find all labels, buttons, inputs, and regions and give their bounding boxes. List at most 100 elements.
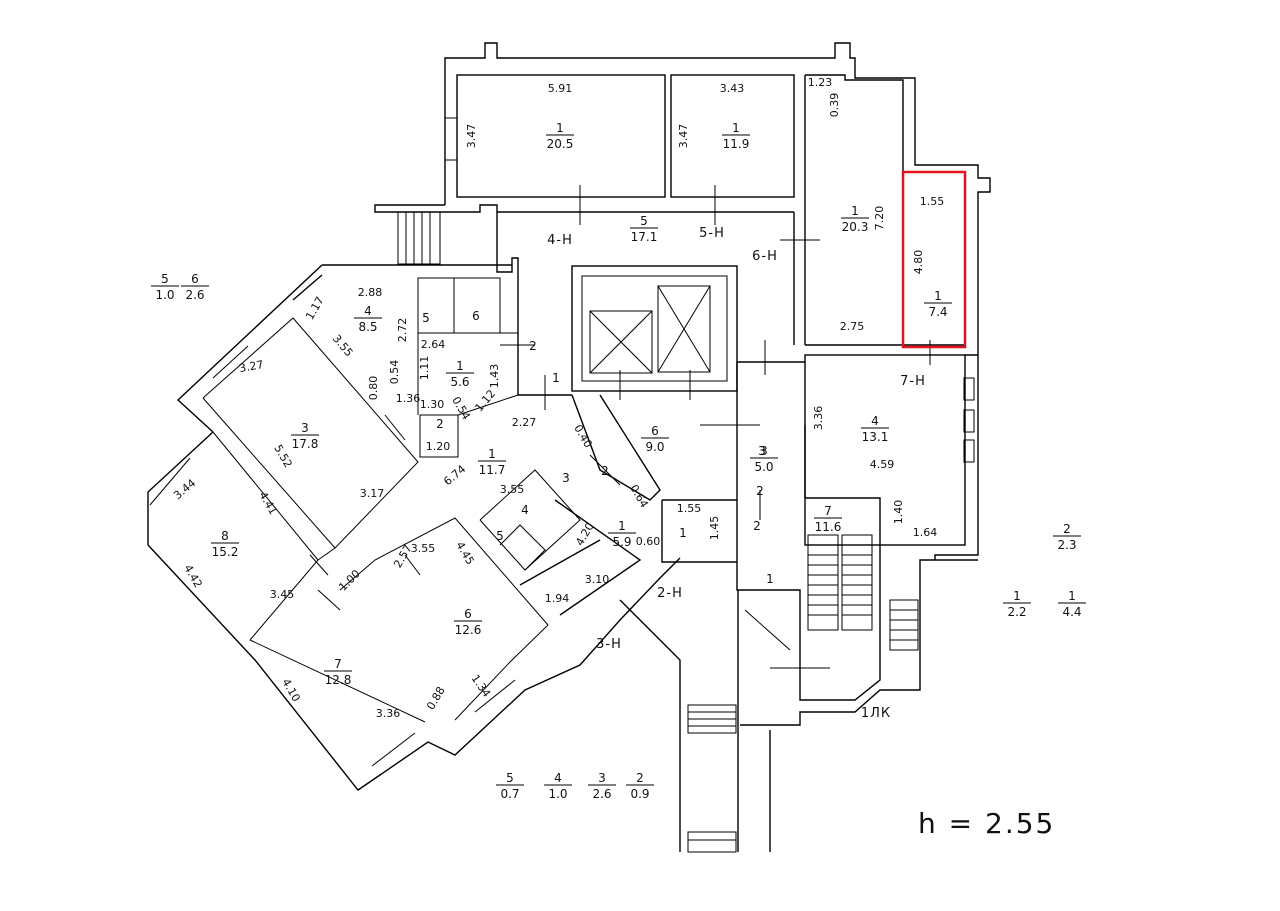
room-number: 8 xyxy=(221,529,229,543)
room-balcony-3b: 32.6 xyxy=(588,771,616,801)
room-area: 11.7 xyxy=(479,463,506,477)
room-area: 20.3 xyxy=(842,220,869,234)
room-number: 4 xyxy=(364,304,372,318)
room-room-5-9: 15.9 xyxy=(608,519,636,549)
dimension-label: 1.11 xyxy=(418,356,431,381)
dimension-label: 5.91 xyxy=(548,82,573,95)
dimension-label: 1.23 xyxy=(808,76,833,89)
room-index-label: 3 xyxy=(758,444,766,458)
room-number: 1 xyxy=(934,289,942,303)
dimension-label: 0.88 xyxy=(424,684,448,712)
room-index-label: 1 xyxy=(766,572,774,586)
room-area: 4.4 xyxy=(1062,605,1081,619)
dimension-label: 7.20 xyxy=(873,206,886,231)
dimension-label: 1.20 xyxy=(426,440,451,453)
dimension-label: 3.44 xyxy=(171,476,198,502)
room-balcony-6: 62.6 xyxy=(181,272,209,302)
dimension-label: 3.36 xyxy=(376,707,401,720)
dimension-label: 1.43 xyxy=(488,364,501,389)
dimension-label: 1.64 xyxy=(913,526,938,539)
room-area: 5.0 xyxy=(754,460,773,474)
room-number: 1 xyxy=(618,519,626,533)
room-index-label: 5 xyxy=(422,311,430,325)
dimension-label: 3.45 xyxy=(270,588,295,601)
dimension-label: 1.55 xyxy=(920,195,945,208)
room-index-label: 2 xyxy=(753,519,761,533)
dimension-label: 2.64 xyxy=(421,338,446,351)
room-highlighted-room: 17.4 xyxy=(924,289,952,319)
apartment-label: 2-H xyxy=(657,586,683,601)
dimension-label: 6.74 xyxy=(441,462,468,488)
room-number: 1 xyxy=(732,121,740,135)
dimension-label: 3.36 xyxy=(812,406,825,431)
dimension-label: 2.88 xyxy=(358,286,383,299)
room-area: 2.6 xyxy=(185,288,204,302)
room-index-label: 1 xyxy=(679,526,687,540)
room-area: 2.3 xyxy=(1057,538,1076,552)
room-area: 0.7 xyxy=(500,787,519,801)
room-room-13-1: 413.1 xyxy=(861,414,889,444)
room-number: 2 xyxy=(636,771,644,785)
room-index-label: 2 xyxy=(529,339,537,353)
room-area: 0.9 xyxy=(630,787,649,801)
dimension-label: 0.39 xyxy=(828,93,841,118)
room-number: 6 xyxy=(191,272,199,286)
dimension-label: 4.10 xyxy=(279,676,303,704)
room-number: 5 xyxy=(506,771,514,785)
room-balcony-2-right: 22.3 xyxy=(1053,522,1081,552)
room-area: 12.8 xyxy=(325,673,352,687)
room-index-label: 1 xyxy=(552,371,560,385)
room-area: 17.8 xyxy=(292,437,319,451)
room-area: 11.9 xyxy=(723,137,750,151)
room-number: 3 xyxy=(598,771,606,785)
room-number: 5 xyxy=(640,214,648,228)
dimension-label: 2.72 xyxy=(396,318,409,343)
room-index-label: 2 xyxy=(436,417,444,431)
apartment-label: 7-H xyxy=(900,374,926,389)
room-number: 1 xyxy=(488,447,496,461)
apartment-label: 1ЛК xyxy=(861,706,891,721)
room-balcony-4b: 41.0 xyxy=(544,771,572,801)
room-stair-hall: 69.0 xyxy=(641,424,669,454)
room-labels: 120.5111.9120.317.4517.148.515.6317.869.… xyxy=(151,121,1086,801)
dimension-label: 1.45 xyxy=(708,516,721,541)
dimension-label: 4.41 xyxy=(256,489,280,517)
room-area: 8.5 xyxy=(358,320,377,334)
room-area: 7.4 xyxy=(928,305,947,319)
room-index-label: 3 xyxy=(562,471,570,485)
walls xyxy=(147,42,991,853)
dimension-label: 2.27 xyxy=(512,416,537,429)
ceiling-height: h = 2.55 xyxy=(918,807,1055,840)
room-balcony-1b: 14.4 xyxy=(1058,589,1086,619)
dimension-label: 2.75 xyxy=(840,320,865,333)
room-balcony-2b: 20.9 xyxy=(626,771,654,801)
room-index-label: 6 xyxy=(472,309,480,323)
room-top-left-room: 120.5 xyxy=(546,121,574,151)
room-number: 7 xyxy=(334,657,342,671)
room-area: 20.5 xyxy=(547,137,574,151)
dimension-label: 1.30 xyxy=(420,398,445,411)
dimension-label: 4.80 xyxy=(912,250,925,275)
room-top-right-room: 120.3 xyxy=(841,204,869,234)
room-balcony-1a: 12.2 xyxy=(1003,589,1031,619)
dimension-label: 0.80 xyxy=(367,376,380,401)
dimension-label: 3.55 xyxy=(411,542,436,555)
dimension-label: 1.36 xyxy=(396,392,421,405)
room-number: 1 xyxy=(556,121,564,135)
room-index-label: 2 xyxy=(756,484,764,498)
dimension-label: 1.00 xyxy=(336,567,363,594)
dimension-label: 1.34 xyxy=(469,672,494,700)
room-room-15-2: 815.2 xyxy=(211,529,239,559)
apartment-label: 3-H xyxy=(596,637,622,652)
room-stair-room: 711.6 xyxy=(814,504,842,534)
highlight-frame[interactable] xyxy=(901,170,967,349)
room-balcony-5: 51.0 xyxy=(151,272,179,302)
room-area: 17.1 xyxy=(631,230,658,244)
dimension-label: 4.59 xyxy=(870,458,895,471)
dimension-label: 3.47 xyxy=(677,124,690,149)
room-area: 15.2 xyxy=(212,545,239,559)
dimension-label: 1.55 xyxy=(677,502,702,515)
